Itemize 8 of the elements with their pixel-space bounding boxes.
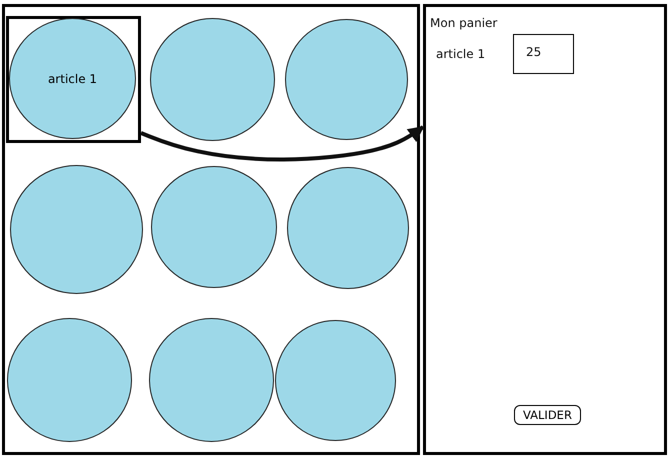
validate-button: VALIDER	[514, 405, 581, 425]
cart-panel	[423, 4, 667, 455]
item-name: article 1	[48, 72, 98, 86]
cart-item-name: article 1	[436, 47, 486, 61]
product-panel	[2, 4, 420, 455]
arrow	[140, 125, 424, 162]
cart-heading: Mon panier	[430, 16, 498, 30]
quantity-field: 25	[513, 34, 574, 74]
